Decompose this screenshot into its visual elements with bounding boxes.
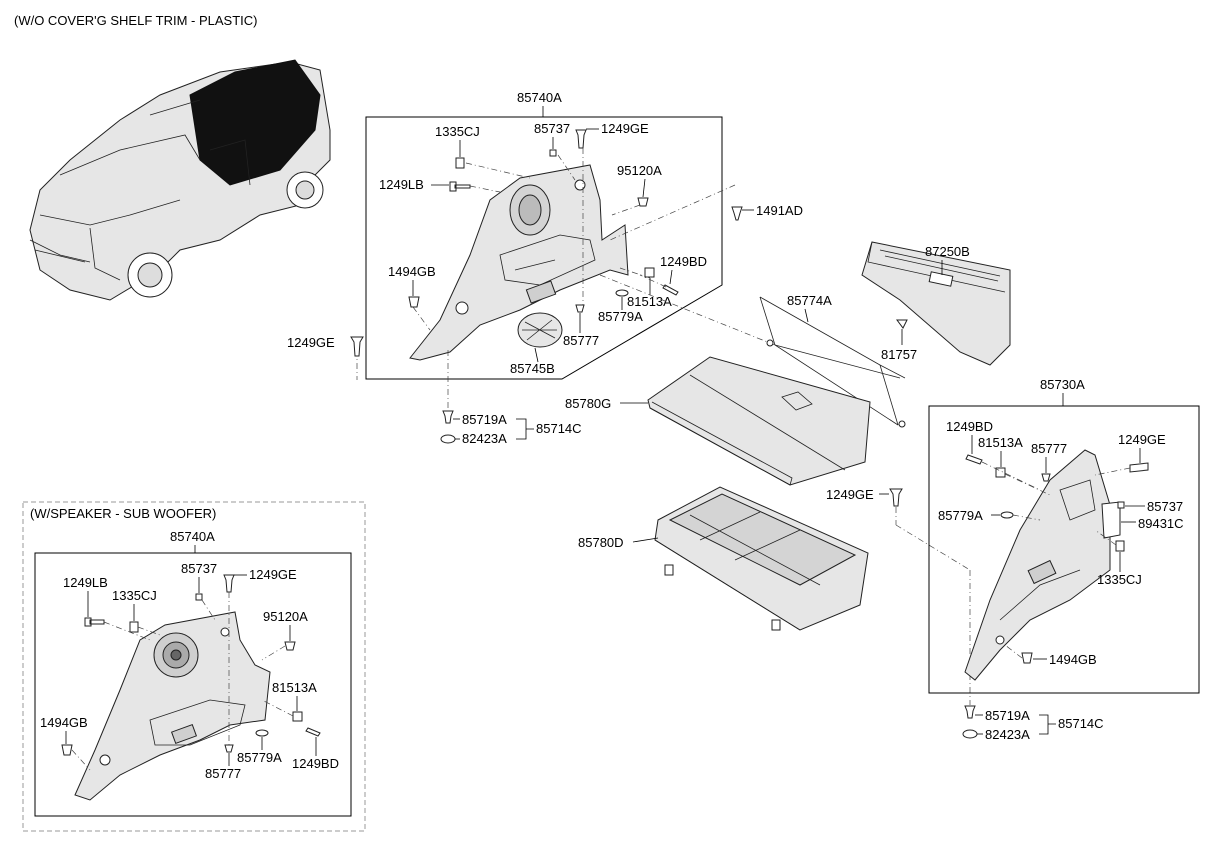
label-85740A: 85740A xyxy=(517,90,562,105)
label-1249LB-speaker: 1249LB xyxy=(63,575,108,590)
bolt-1249BD-speaker xyxy=(305,727,321,737)
luggage-board-85780G xyxy=(647,356,871,486)
label-1249GE-right: 1249GE xyxy=(1118,432,1166,447)
assembly-box-85730A xyxy=(928,405,1200,694)
clip-81513A-right xyxy=(995,467,1006,478)
label-1491AD: 1491AD xyxy=(756,203,803,218)
label-1249BD-right: 1249BD xyxy=(946,419,993,434)
label-81757: 81757 xyxy=(881,347,917,362)
washer-82423A-right xyxy=(962,729,978,739)
label-1335CJ-right: 1335CJ xyxy=(1097,572,1142,587)
pad-85779A-right xyxy=(1000,511,1014,519)
label-1335CJ-speaker: 1335CJ xyxy=(112,588,157,603)
clip-85777-right xyxy=(1041,473,1051,482)
label-85737-speaker: 85737 xyxy=(181,561,217,576)
quarter-trim-left xyxy=(409,164,629,361)
label-85730A: 85730A xyxy=(1040,377,1085,392)
label-1494GB-main: 1494GB xyxy=(388,264,436,279)
bolt-1249GE-top xyxy=(575,129,587,149)
label-85780D: 85780D xyxy=(578,535,624,550)
bolt-85719A-left xyxy=(442,410,454,424)
clip-1335CJ-speaker xyxy=(129,621,139,633)
assembly-box-85740A xyxy=(365,116,723,380)
clip-81513A-speaker xyxy=(292,711,303,722)
label-95120A-main: 95120A xyxy=(617,163,662,178)
label-85779A-right: 85779A xyxy=(938,508,983,523)
label-81513A-speaker: 81513A xyxy=(272,680,317,695)
label-85740A-speaker: 85740A xyxy=(170,529,215,544)
label-1249GE-top: 1249GE xyxy=(601,121,649,136)
vehicle-illustration xyxy=(29,59,331,301)
bolt-1249BD-right xyxy=(965,454,983,465)
washer-82423A-left xyxy=(440,434,456,444)
clip-1494GB-speaker xyxy=(61,744,73,756)
label-1249BD-main: 1249BD xyxy=(660,254,707,269)
label-85777-main: 85777 xyxy=(563,333,599,348)
luggage-tray-85780D xyxy=(654,486,869,631)
label-85774A: 85774A xyxy=(787,293,832,308)
label-1335CJ-main: 1335CJ xyxy=(435,124,480,139)
speaker-variant-title: (W/SPEAKER - SUB WOOFER) xyxy=(30,506,216,521)
bolt-1249LB-speaker xyxy=(84,617,105,627)
label-1249LB-main: 1249LB xyxy=(379,177,424,192)
clip-85737-speaker xyxy=(195,593,203,601)
bolt-1249GE-speaker xyxy=(223,574,235,593)
label-85780G: 85780G xyxy=(565,396,611,411)
clip-85737 xyxy=(549,149,557,157)
label-1249GE-left: 1249GE xyxy=(287,335,335,350)
quarter-trim-right xyxy=(964,449,1111,681)
bolt-85719A-right xyxy=(964,705,976,719)
label-85737-right: 85737 xyxy=(1147,499,1183,514)
bolt-1249BD-main xyxy=(662,284,679,296)
clip-81513A xyxy=(644,267,655,278)
label-1249GE-mid: 1249GE xyxy=(826,487,874,502)
cover-89431C xyxy=(1101,501,1121,539)
clip-1494GB xyxy=(408,296,420,308)
label-85745B: 85745B xyxy=(510,361,555,376)
grommet-95120A-speaker xyxy=(284,641,296,651)
clip-1494GB-right xyxy=(1021,652,1033,664)
label-1494GB-speaker: 1494GB xyxy=(40,715,88,730)
label-85714C-left: 85714C xyxy=(536,421,582,436)
label-81513A-main: 81513A xyxy=(627,294,672,309)
label-85779A-main: 85779A xyxy=(598,309,643,324)
pad-85779A-speaker xyxy=(255,729,269,737)
speaker-variant-frame xyxy=(22,501,366,832)
label-85779A-speaker: 85779A xyxy=(237,750,282,765)
label-1494GB-right: 1494GB xyxy=(1049,652,1097,667)
clip-85777-speaker xyxy=(224,744,234,753)
bolt-1249GE-left xyxy=(350,336,364,357)
label-85777-right: 85777 xyxy=(1031,441,1067,456)
diagram-title: (W/O COVER'G SHELF TRIM - PLASTIC) xyxy=(14,13,257,28)
label-82423A-left: 82423A xyxy=(462,431,507,446)
bolt-1249GE-mid xyxy=(889,488,903,507)
clip-85777 xyxy=(575,304,585,313)
label-1249GE-speaker: 1249GE xyxy=(249,567,297,582)
label-85714C-right: 85714C xyxy=(1058,716,1104,731)
clip-1335CJ xyxy=(455,157,465,169)
label-85737-main: 85737 xyxy=(534,121,570,136)
label-85719A-right: 85719A xyxy=(985,708,1030,723)
cargo-net-85774A xyxy=(759,296,906,428)
label-87250B: 87250B xyxy=(925,244,970,259)
bolt-1249LB xyxy=(449,181,471,192)
speaker-cover-85745B xyxy=(517,312,563,348)
label-1249BD-speaker: 1249BD xyxy=(292,756,339,771)
label-95120A-speaker: 95120A xyxy=(263,609,308,624)
assembly-box-85740A-speaker xyxy=(34,552,352,817)
clip-1335CJ-right xyxy=(1115,540,1125,552)
pad-85779A xyxy=(615,289,629,297)
label-89431C: 89431C xyxy=(1138,516,1184,531)
label-81513A-right: 81513A xyxy=(978,435,1023,450)
label-82423A-right: 82423A xyxy=(985,727,1030,742)
clip-81757 xyxy=(896,319,908,329)
label-85777-speaker: 85777 xyxy=(205,766,241,781)
clip-1491AD xyxy=(731,206,743,221)
bolt-1249GE-right xyxy=(1129,462,1149,473)
clip-85737-right xyxy=(1117,501,1125,509)
label-85719A-left: 85719A xyxy=(462,412,507,427)
grommet-95120A xyxy=(637,197,649,207)
